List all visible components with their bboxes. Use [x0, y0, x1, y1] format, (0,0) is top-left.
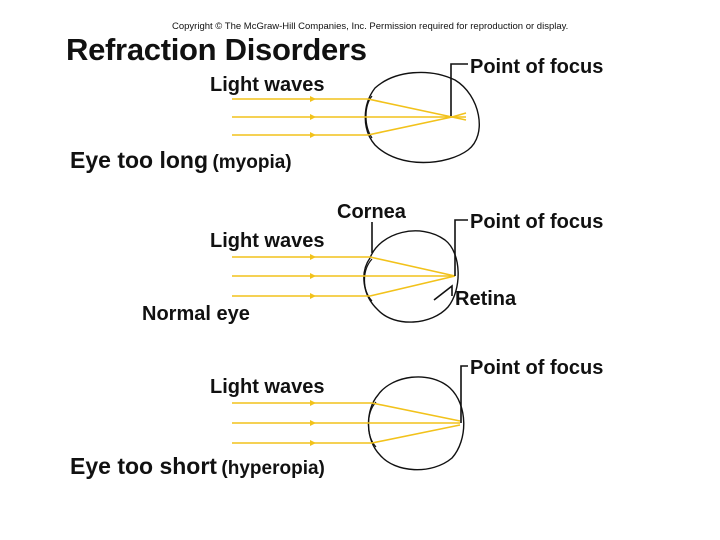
- light-waves-label-myopia: Light waves: [210, 74, 325, 96]
- eyeball-outline-myopia: [364, 71, 480, 164]
- light-rays-normal: [232, 256, 456, 297]
- ray-arrows-hyperopia: [310, 400, 316, 446]
- point-of-focus-label-myopia: Point of focus: [470, 56, 604, 78]
- cornea-normal: [363, 258, 373, 302]
- focus-pointer-hyperopia: [460, 365, 468, 423]
- caption-hyperopia-paren: (hyperopia): [221, 458, 325, 479]
- point-of-focus-label-hyperopia: Point of focus: [470, 357, 604, 379]
- light-waves-label-normal: Light waves: [210, 230, 325, 252]
- light-waves-label-hyperopia: Light waves: [210, 376, 325, 398]
- light-rays-myopia: [232, 98, 467, 136]
- page-title: Refraction Disorders: [66, 32, 367, 67]
- light-rays-hyperopia: [232, 402, 461, 444]
- eyeball-outline-normal: [363, 230, 459, 323]
- copyright-notice: Copyright © The McGraw-Hill Companies, I…: [172, 21, 569, 32]
- retina-label: Retina: [455, 288, 517, 310]
- focus-pointer-myopia: [450, 63, 468, 116]
- caption-myopia-paren: (myopia): [212, 152, 292, 173]
- caption-normal: Normal eye: [142, 303, 250, 325]
- focus-pointer-normal: [454, 219, 468, 276]
- caption-myopia: Eye too long (myopia): [70, 147, 292, 174]
- retina-pointer: [433, 284, 453, 301]
- caption-myopia-main: Eye too long: [70, 147, 208, 173]
- ray-arrows-myopia: [310, 96, 316, 138]
- cornea-label: Cornea: [337, 201, 406, 223]
- caption-hyperopia-main: Eye too short: [70, 453, 217, 479]
- cornea-hyperopia: [367, 401, 377, 448]
- eye-normal: [363, 230, 459, 323]
- point-of-focus-label-normal: Point of focus: [470, 211, 604, 233]
- eye-hyperopia: [367, 376, 465, 471]
- caption-hyperopia: Eye too short (hyperopia): [70, 453, 325, 480]
- ray-arrows-normal: [310, 254, 316, 299]
